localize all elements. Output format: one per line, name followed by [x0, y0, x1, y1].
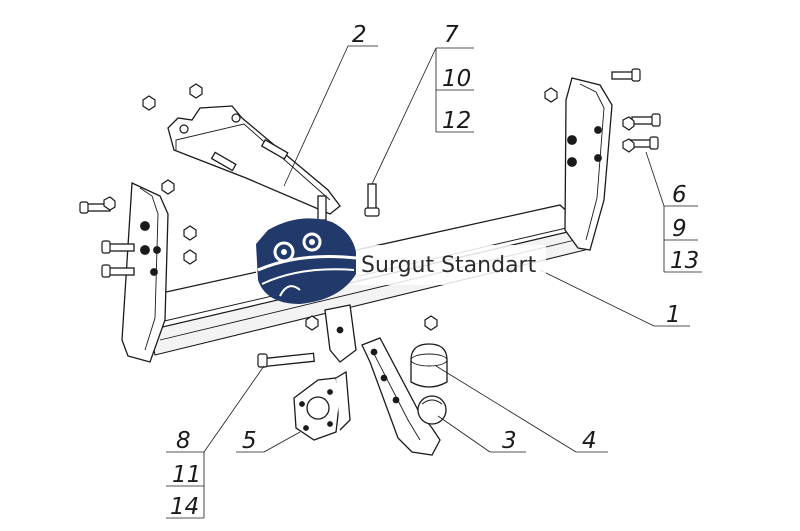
callout-9: 9: [672, 216, 687, 242]
callout-11: 11: [172, 462, 201, 488]
socket-mounting-plate: [293, 370, 351, 441]
callout-5: 5: [242, 428, 257, 454]
bolt-icon: [257, 352, 315, 368]
callout-1: 1: [666, 302, 681, 328]
right-side-bracket: [564, 77, 613, 251]
callout-2: 2: [352, 22, 367, 48]
ball-cap: [410, 343, 448, 388]
callout-12: 12: [442, 108, 471, 134]
watermark-text: Surgut Standart: [361, 253, 537, 278]
bolt-icon: [631, 113, 661, 127]
bolt-icon: [260, 139, 289, 160]
callout-6: 6: [672, 182, 687, 208]
callout-14: 14: [170, 494, 199, 520]
fastener-nuts: [103, 83, 635, 331]
bolt-icon: [364, 183, 380, 217]
brand-logo-icon: [256, 218, 357, 304]
callout-3: 3: [502, 428, 517, 454]
leader-lines: [166, 45, 702, 519]
bolt-icon: [317, 195, 327, 221]
callout-13: 13: [670, 248, 699, 274]
mounting-plate: [167, 105, 341, 215]
callout-4: 4: [582, 428, 597, 454]
bolt-icon: [101, 264, 135, 278]
fastener-bolts: [79, 68, 661, 368]
left-side-bracket: [121, 182, 169, 363]
bolt-icon: [210, 151, 237, 172]
tow-hook-arm: [324, 304, 447, 456]
bolt-icon: [101, 240, 135, 254]
callout-10: 10: [442, 66, 471, 92]
callout-8: 8: [176, 428, 191, 454]
callout-7: 7: [444, 22, 459, 48]
bolt-icon: [79, 201, 111, 214]
callout-labels: 2 7 10 12 6 9 13 1 8 11 14 5 3 4: [170, 22, 699, 520]
bolt-icon: [611, 68, 641, 82]
watermark: Surgut Standart: [256, 218, 546, 304]
